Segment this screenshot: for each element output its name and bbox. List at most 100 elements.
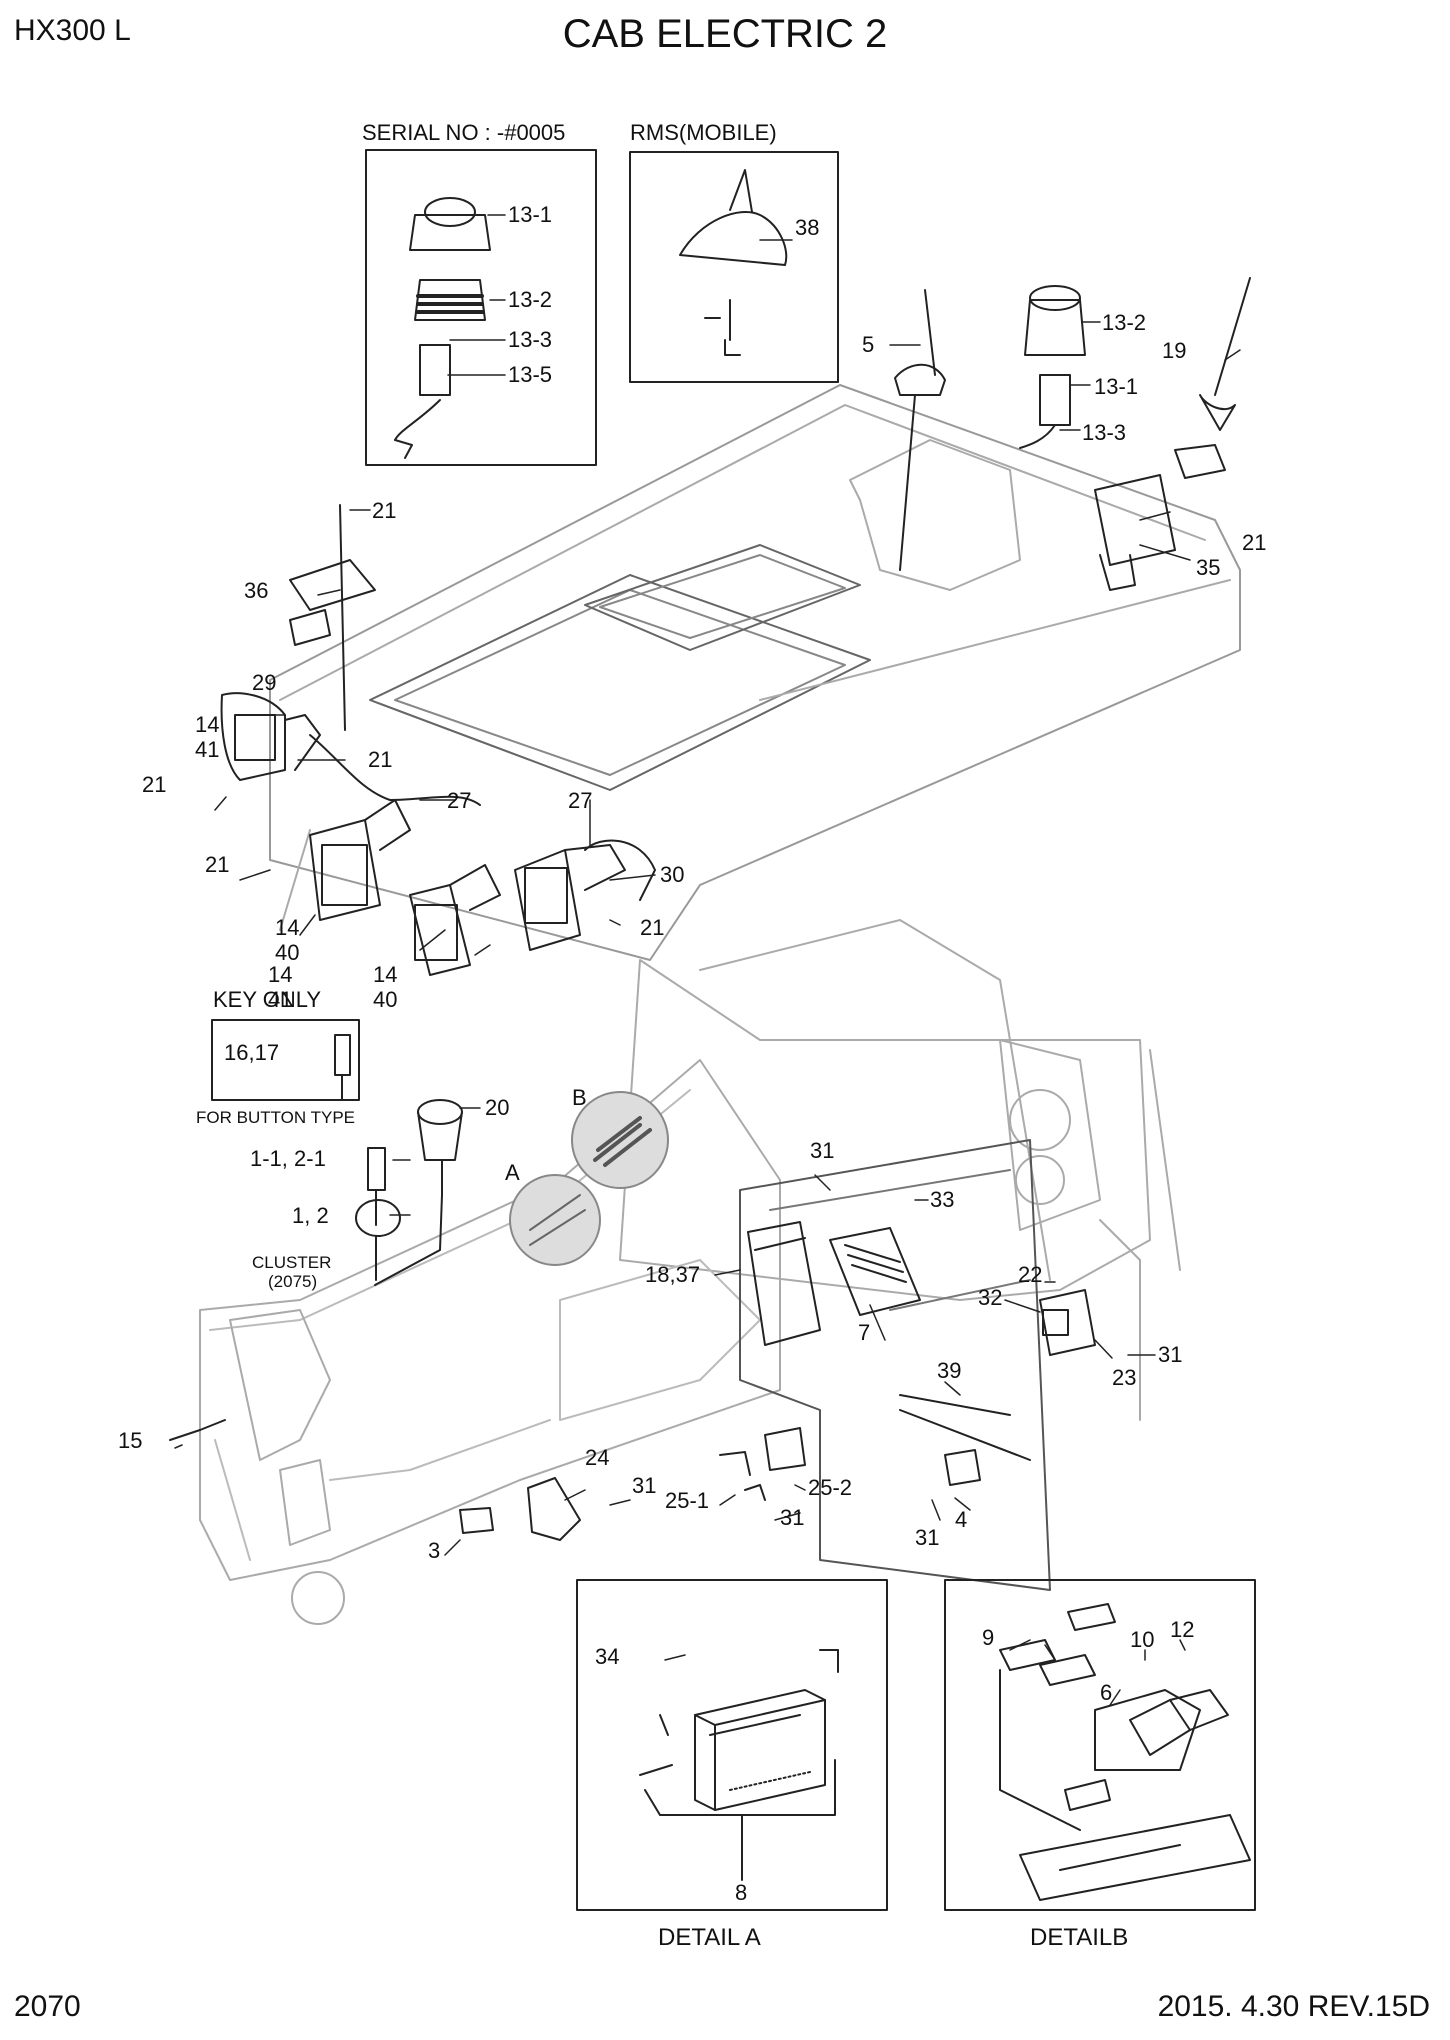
key-only-box	[211, 1019, 360, 1101]
callout-14-b: 14	[275, 915, 299, 940]
callout-32: 32	[978, 1285, 1002, 1310]
detail-b-caption: DETAILB	[1030, 1924, 1128, 1951]
callout-13-1: 13-1	[508, 202, 552, 227]
callout-9: 9	[982, 1625, 994, 1650]
detail-b-inset	[944, 1579, 1256, 1911]
rear-work-lamp-35	[1094, 474, 1176, 591]
work-lamp-14-left	[220, 692, 321, 781]
callout-39: 39	[937, 1358, 961, 1383]
callout-36: 36	[244, 578, 268, 603]
model-name: HX300 L	[14, 14, 131, 47]
button-type-label: FOR BUTTON TYPE	[196, 1108, 355, 1127]
roof-beacon-13	[1019, 285, 1086, 449]
switch-22-23	[1039, 1289, 1096, 1356]
callout-14-d: 14	[268, 962, 292, 987]
callout-25-2: 25-2	[808, 1475, 852, 1500]
serial-no-label: SERIAL NO : -#0005	[362, 120, 565, 145]
page-number: 2070	[14, 1990, 81, 2023]
serial-beacon-inset	[365, 149, 597, 466]
callout-16-17: 16,17	[224, 1040, 279, 1065]
callout-40-b: 40	[275, 940, 299, 965]
callout-27-b: 27	[568, 788, 592, 813]
detail-mark-b: B	[572, 1085, 587, 1110]
callout-40-c: 40	[373, 987, 397, 1012]
callout-1-2: 1, 2	[292, 1203, 329, 1228]
detail-a-inset	[576, 1579, 888, 1911]
detail-mark-a: A	[505, 1160, 520, 1185]
callout-12: 12	[1170, 1617, 1194, 1642]
controller-18-37	[747, 1221, 821, 1346]
callout-13-3: 13-3	[508, 327, 552, 352]
callout-1-1-2-1: 1-1, 2-1	[250, 1146, 326, 1171]
callout-13-1-roof: 13-1	[1094, 374, 1138, 399]
callout-21-e: 21	[640, 915, 664, 940]
callout-4: 4	[955, 1507, 967, 1532]
callout-21-top: 21	[372, 498, 396, 523]
callout-33: 33	[930, 1187, 954, 1212]
key-only-label: KEY ONLY	[213, 987, 321, 1012]
callout-24: 24	[585, 1445, 609, 1470]
callout-41-d: 41	[268, 987, 292, 1012]
lamp-wiring	[309, 504, 656, 901]
callout-41-a: 41	[195, 737, 219, 762]
callout-5: 5	[862, 332, 874, 357]
work-lamp-14-mid	[309, 799, 411, 921]
callout-19: 19	[1162, 338, 1186, 363]
callout-31-c: 31	[632, 1473, 656, 1498]
cluster-ref-label: (2075)	[268, 1272, 317, 1291]
callout-21-c: 21	[368, 747, 392, 772]
callout-13-3-roof: 13-3	[1082, 420, 1126, 445]
callout-25-1: 25-1	[665, 1488, 709, 1513]
detail-marker-a	[509, 1174, 601, 1266]
detail-marker-b	[571, 1091, 669, 1189]
work-lamp-14-right	[514, 844, 626, 951]
relay-25	[719, 1427, 806, 1501]
fuse-box-39	[899, 1394, 1031, 1486]
callout-31-e: 31	[915, 1525, 939, 1550]
callout-21-f: 21	[205, 852, 229, 877]
relay-7	[829, 1227, 921, 1316]
cluster-label: CLUSTER	[252, 1253, 331, 1272]
control-panel	[739, 1139, 1051, 1591]
callout-labels: SERIAL NO : -#0005 RMS(MOBILE) 13-1 13-2…	[118, 120, 1266, 1951]
leader-lines	[174, 214, 1241, 1706]
callout-3: 3	[428, 1538, 440, 1563]
cluster-15	[169, 1419, 226, 1441]
module-24	[459, 1477, 581, 1541]
callout-18-37: 18,37	[645, 1262, 700, 1287]
callout-31-a: 31	[810, 1138, 834, 1163]
callout-31-b: 31	[1158, 1342, 1182, 1367]
callout-13-5: 13-5	[508, 362, 552, 387]
callout-6: 6	[1100, 1680, 1112, 1705]
revision-date: 2015. 4.30 REV.15D	[1157, 1990, 1430, 2023]
callout-30: 30	[660, 862, 684, 887]
callout-29: 29	[252, 670, 276, 695]
roof-antenna-5	[894, 289, 946, 571]
callout-35: 35	[1196, 555, 1220, 580]
callout-34: 34	[595, 1644, 619, 1669]
switch-20	[374, 1099, 463, 1286]
callout-14-a: 14	[195, 712, 219, 737]
callout-23: 23	[1112, 1365, 1136, 1390]
rms-antenna-inset	[629, 151, 839, 383]
callout-10: 10	[1130, 1627, 1154, 1652]
bracket-36	[289, 559, 376, 646]
work-lamp-14-low	[409, 864, 501, 976]
callout-21-d: 21	[142, 772, 166, 797]
callout-21-rear: 21	[1242, 530, 1266, 555]
callout-13-2-roof: 13-2	[1102, 310, 1146, 335]
callout-13-2: 13-2	[508, 287, 552, 312]
callout-20: 20	[485, 1095, 509, 1120]
cab-side-console	[199, 1059, 781, 1625]
whip-antenna-19	[1174, 277, 1251, 479]
callout-38: 38	[795, 215, 819, 240]
callout-27-a: 27	[447, 788, 471, 813]
callout-14-c: 14	[373, 962, 397, 987]
rms-mobile-label: RMS(MOBILE)	[630, 120, 777, 145]
cab-roof	[269, 384, 1241, 961]
callout-22: 22	[1018, 1262, 1042, 1287]
detail-a-caption: DETAIL A	[658, 1924, 761, 1951]
callout-31-d: 31	[780, 1505, 804, 1530]
key-and-switch	[355, 1147, 401, 1281]
